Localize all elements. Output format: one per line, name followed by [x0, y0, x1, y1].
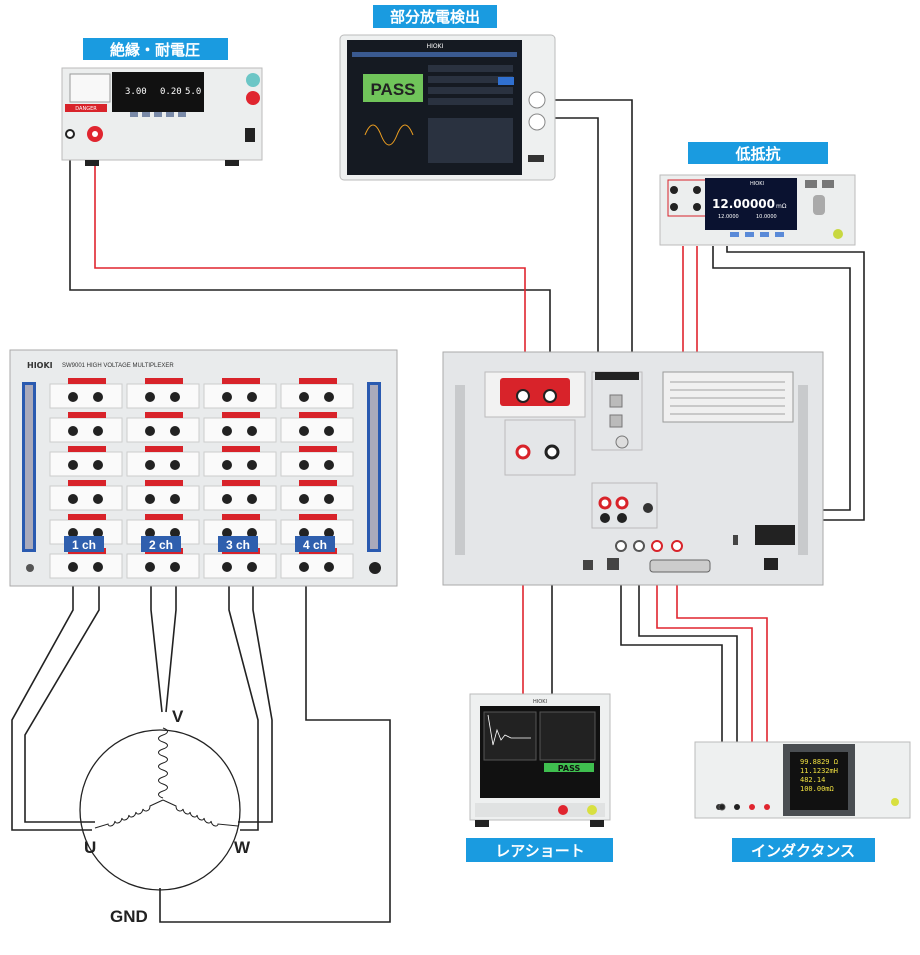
coil-w [162, 799, 239, 827]
channel-label-1: 1 ch [64, 536, 104, 552]
svg-text:U: U [84, 838, 96, 857]
mux-channel-slot [280, 378, 354, 409]
svg-text:HIOKI: HIOKI [27, 361, 53, 370]
low-terminal [65, 129, 75, 139]
mux-channel-slot [203, 378, 277, 409]
mux-channel-slot [280, 412, 354, 443]
svg-text:PASS: PASS [370, 80, 415, 99]
label-partial-discharge: 部分放電検出 [373, 5, 497, 28]
mux-channel-slot [280, 480, 354, 511]
channel-label-2: 2 ch [141, 536, 181, 552]
knob-2 [528, 113, 546, 131]
mux-channel-slot [126, 378, 200, 409]
svg-text:10.0000: 10.0000 [756, 214, 777, 220]
wire-ch2-a [150, 570, 163, 713]
wire-ch1-b [24, 570, 100, 823]
svg-text:DANGER: DANGER [75, 106, 97, 112]
start-button [246, 73, 260, 87]
svg-text:部分放電検出: 部分放電検出 [390, 8, 480, 26]
lcr-reading: 99.8829 Ω [800, 758, 838, 766]
multiplexer: HIOKI SW9001 HIGH VOLTAGE MULTIPLEXER 1 … [9, 349, 398, 587]
coil-v [158, 727, 168, 799]
rare-short-tester: HIOKI PASS [469, 693, 611, 827]
svg-text:0.20: 0.20 [160, 87, 182, 97]
power-switch [245, 128, 255, 142]
svg-text:12.0000: 12.0000 [718, 214, 739, 220]
svg-text:1 ch: 1 ch [72, 538, 96, 552]
output-connector [500, 378, 570, 406]
mux-channel-slot [280, 446, 354, 477]
mux-channel-slot [49, 480, 123, 511]
mux-channel-slot [203, 548, 277, 579]
wire-ch4-gnd [159, 570, 391, 923]
lcr-reading: 100.00mΩ [800, 785, 834, 793]
coil-u [94, 799, 164, 829]
svg-text:3.00: 3.00 [125, 87, 147, 97]
channel-label-4: 4 ch [295, 536, 335, 552]
mux-channel-slot [126, 412, 200, 443]
svg-text:GND: GND [110, 907, 148, 926]
mux-channel-slot [126, 480, 200, 511]
insulation-tester: 3.00 0.20 5.0 DANGER [61, 67, 263, 166]
wire-insulation-low [69, 134, 551, 372]
svg-text:低抵抗: 低抵抗 [734, 145, 780, 163]
low-resistance-meter: HIOKI 12.00000 mΩ 12.0000 10.0000 [659, 174, 856, 246]
svg-text:SW9001 HIGH VOLTAGE MULTIPLEXE: SW9001 HIGH VOLTAGE MULTIPLEXER [62, 363, 174, 369]
rear-panel [442, 351, 824, 586]
channel-label-3: 3 ch [218, 536, 258, 552]
label-low-resistance: 低抵抗 [688, 142, 828, 164]
svg-text:HIOKI: HIOKI [533, 699, 547, 705]
svg-text:mΩ: mΩ [776, 203, 787, 210]
partial-discharge-tester: HIOKI PASS [339, 34, 556, 181]
lcr-reading: 11.1232mH [800, 767, 838, 775]
wire-lcr-3 [656, 546, 753, 795]
svg-text:5.0: 5.0 [185, 87, 201, 97]
wire-ch2-b [165, 570, 177, 713]
svg-text:HIOKI: HIOKI [427, 43, 444, 50]
svg-text:絶縁・耐電圧: 絶縁・耐電圧 [110, 41, 200, 59]
mux-channel-slot [49, 446, 123, 477]
wire-lcr-2 [638, 546, 738, 795]
label-inductance: インダクタンス [732, 838, 875, 862]
svg-text:レアショート: レアショート [495, 842, 584, 860]
stop-button [246, 91, 260, 105]
lcr-reading: 482.14 [800, 776, 825, 784]
wire-ch3-a [228, 570, 259, 831]
label-insulation: 絶縁・耐電圧 [83, 38, 228, 60]
mux-channel-slot [49, 378, 123, 409]
wire-ch3-b [238, 570, 273, 823]
svg-text:HIOKI: HIOKI [750, 181, 764, 187]
wire-lcr-1 [620, 546, 723, 795]
svg-text:W: W [234, 838, 251, 857]
wire-ch1-a [11, 570, 92, 831]
svg-text:4 ch: 4 ch [303, 538, 327, 552]
knob-1 [528, 91, 546, 109]
mux-channel-slot [203, 446, 277, 477]
svg-text:12.00000: 12.00000 [712, 197, 775, 211]
mux-channel-slot [49, 412, 123, 443]
svg-text:インダクタンス: インダクタンス [751, 842, 855, 860]
svg-text:V: V [172, 707, 184, 726]
mux-channel-slot [203, 480, 277, 511]
wire-insulation-high [94, 134, 526, 372]
svg-text:PASS: PASS [558, 764, 581, 773]
label-rare-short: レアショート [466, 838, 613, 862]
svg-text:2 ch: 2 ch [149, 538, 173, 552]
motor-diagram: V U W GND [79, 707, 251, 926]
mux-channel-slot [203, 412, 277, 443]
svg-text:3 ch: 3 ch [226, 538, 250, 552]
mux-channel-slot [126, 446, 200, 477]
